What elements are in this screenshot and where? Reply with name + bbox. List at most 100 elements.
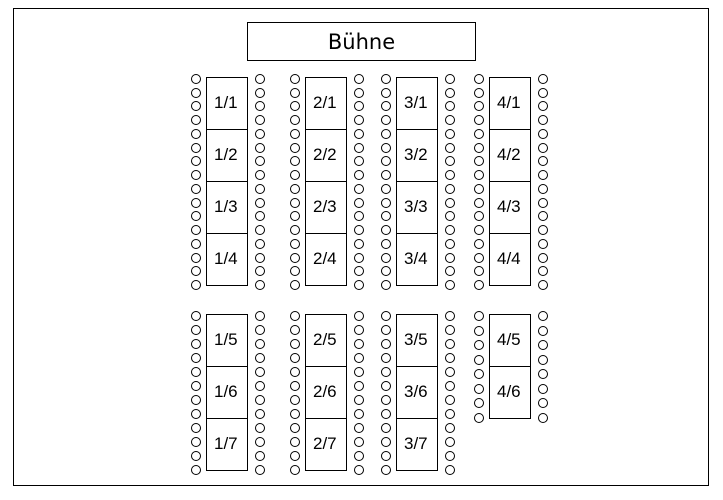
table[interactable] — [489, 181, 531, 234]
chair-icon — [255, 423, 265, 433]
chair-icon — [381, 197, 391, 208]
chair-icon — [445, 311, 455, 321]
chair-icon — [474, 183, 484, 194]
chair-icon — [255, 381, 265, 391]
chair-icon — [191, 395, 201, 405]
chair-icon — [474, 87, 484, 98]
chair-icon — [381, 183, 391, 194]
table[interactable] — [489, 366, 531, 419]
chair-icon — [354, 142, 364, 153]
chair-icon — [290, 266, 300, 277]
chair-icon — [354, 128, 364, 139]
table[interactable] — [489, 77, 531, 130]
chair-icon — [255, 437, 265, 447]
chair-icon — [381, 339, 391, 349]
chair-icon — [290, 128, 300, 139]
chair-icon — [191, 280, 201, 290]
chair-icon — [191, 266, 201, 277]
table[interactable] — [489, 314, 531, 367]
chair-icon — [255, 367, 265, 377]
chair-icon — [354, 266, 364, 277]
chair-icon — [445, 353, 455, 363]
chair-icon — [354, 465, 364, 475]
chair-icon — [445, 238, 455, 249]
table[interactable] — [489, 233, 531, 286]
table[interactable] — [396, 233, 438, 286]
table[interactable] — [206, 314, 248, 367]
chair-icon — [381, 252, 391, 263]
chair-icon — [354, 115, 364, 126]
table[interactable] — [396, 129, 438, 182]
table[interactable] — [206, 418, 248, 471]
chair-icon — [445, 101, 455, 112]
table[interactable] — [206, 129, 248, 182]
chair-icon — [474, 142, 484, 153]
table[interactable] — [396, 366, 438, 419]
table[interactable] — [206, 233, 248, 286]
table[interactable] — [305, 314, 347, 367]
chair-icon — [538, 142, 548, 153]
chair-icon — [474, 170, 484, 181]
table[interactable] — [305, 233, 347, 286]
chair-icon — [255, 156, 265, 167]
chair-icon — [354, 211, 364, 222]
chair-icon — [290, 238, 300, 249]
chair-icon — [255, 101, 265, 112]
chair-icon — [474, 197, 484, 208]
chair-icon — [290, 87, 300, 98]
chair-icon — [354, 101, 364, 112]
chair-icon — [290, 381, 300, 391]
chair-icon — [538, 266, 548, 277]
chair-icon — [445, 423, 455, 433]
table[interactable] — [396, 181, 438, 234]
chair-icon — [538, 238, 548, 249]
chair-icon — [474, 156, 484, 167]
table[interactable] — [396, 77, 438, 130]
chair-icon — [290, 183, 300, 194]
chair-icon — [255, 280, 265, 290]
table[interactable] — [396, 418, 438, 471]
chair-icon — [255, 266, 265, 277]
chair-icon — [381, 381, 391, 391]
chair-icon — [538, 197, 548, 208]
table[interactable] — [305, 366, 347, 419]
chair-icon — [381, 266, 391, 277]
chair-icon — [354, 423, 364, 433]
chair-icon — [381, 409, 391, 419]
chair-icon — [354, 311, 364, 321]
table[interactable] — [305, 181, 347, 234]
chair-icon — [445, 266, 455, 277]
chair-icon — [445, 170, 455, 181]
chair-icon — [290, 339, 300, 349]
chair-icon — [354, 87, 364, 98]
chair-icon — [381, 451, 391, 461]
chair-icon — [381, 211, 391, 222]
table-label: 1/6 — [214, 382, 238, 401]
chair-icon — [290, 451, 300, 461]
chair-icon — [354, 451, 364, 461]
chair-icon — [381, 437, 391, 447]
table[interactable] — [206, 77, 248, 130]
table[interactable] — [206, 366, 248, 419]
chair-icon — [354, 339, 364, 349]
chair-icon — [381, 395, 391, 405]
table[interactable] — [489, 129, 531, 182]
chair-icon — [381, 238, 391, 249]
table-label: 3/7 — [404, 434, 428, 453]
chair-icon — [445, 74, 455, 84]
table[interactable] — [305, 418, 347, 471]
chair-icon — [191, 367, 201, 377]
chair-icon — [191, 183, 201, 194]
stage-label: Bühne — [327, 29, 396, 54]
chair-icon — [381, 311, 391, 321]
chair-icon — [538, 128, 548, 139]
chair-icon — [474, 252, 484, 263]
chair-icon — [354, 156, 364, 167]
chair-icon — [290, 225, 300, 236]
chair-icon — [191, 381, 201, 391]
chair-icon — [474, 101, 484, 112]
chair-icon — [255, 311, 265, 321]
chair-icon — [538, 225, 548, 236]
chair-icon — [381, 353, 391, 363]
chair-icon — [445, 325, 455, 335]
